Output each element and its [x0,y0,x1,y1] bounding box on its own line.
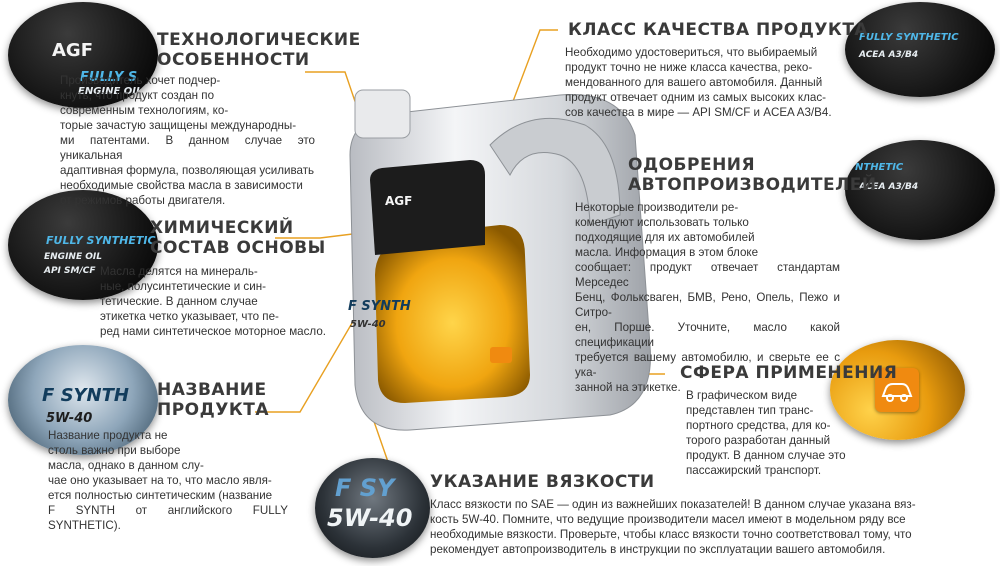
composition-label-bubble: FULLY SYNTHETIC ENGINE OIL API SM/CF [8,190,158,300]
quality-label-bubble: FULLY SYNTHETIC ACEA A3/B4 [845,2,995,97]
scope-icon-bubble [830,340,965,440]
canister-scope-icon [490,347,512,363]
chem-body: Масла делятся на минераль- ные, полусинт… [100,265,326,338]
quality-title: КЛАСС КАЧЕСТВА ПРОДУКТА [568,20,869,40]
engine-oil-text-2: ENGINE OIL [44,252,102,262]
acea-right-2: ACEA A3/B4 [859,182,919,192]
tech-title: ТЕХНОЛОГИЧЕСКИЕ ОСОБЕННОСТИ [157,30,361,70]
product-name-bubble: F SYNTH 5W-40 [8,345,158,455]
canister-top-label [370,160,485,255]
canister-handle [489,117,621,226]
api-text: API SM/CF [44,266,96,276]
quality-body: Необходимо удостовериться, что выбираемы… [565,46,832,119]
f-sy-text: F SY [335,474,395,502]
canister-cap [354,89,411,139]
viscosity-title: УКАЗАНИЕ ВЯЗКОСТИ [430,472,655,492]
f-synth-text: F SYNTH [42,385,129,406]
brand-label-bubble: AGF FULLY S ENGINE OIL [8,2,158,108]
engine-oil-text: ENGINE OIL [78,86,143,97]
canister-brand: AGF [385,194,412,208]
scope-body: В графическом виде представлен тип транс… [686,389,846,477]
scope-title: СФЕРА ПРИМЕНЕНИЯ [680,363,898,383]
sae-text: 5W-40 [46,411,93,426]
viscosity-body: Класс вязкости по SAE — один из важнейши… [430,498,916,556]
sae-big-text: 5W-40 [327,504,413,532]
approvals-label-bubble: NTHETIC ACEA A3/B4 [845,140,995,240]
name-body: Название продукта не столь важно при выб… [48,429,288,532]
approvals-body: Некоторые производители ре- комендуют ис… [575,201,840,394]
nthetic-text: NTHETIC [855,162,904,173]
acea-right: ACEA A3/B4 [859,50,919,60]
brand-logo: AGF [52,40,94,61]
viscosity-bubble: F SY 5W-40 [315,458,430,558]
tech-body: Производитель хочет подчер- кнуть, что п… [60,74,315,207]
canister-synth: F SYNTH [348,299,411,314]
connector-name [255,317,356,413]
canister-sae: 5W-40 [350,319,386,330]
car-icon [875,368,919,412]
approvals-title: ОДОБРЕНИЯ АВТОПРОИЗВОДИТЕЛЕЙ [628,155,877,195]
fully-synthetic-full-text: FULLY SYNTHETIC [46,234,156,247]
oil-canister: AGF F SYNTH 5W-40 [348,89,651,431]
chem-title: ХИМИЧЕСКИЙ СОСТАВ ОСНОВЫ [150,218,326,258]
name-title: НАЗВАНИЕ ПРОДУКТА [157,380,270,420]
fully-synthetic-text: FULLY S [80,70,138,85]
fully-synthetic-right: FULLY SYNTHETIC [859,32,959,43]
